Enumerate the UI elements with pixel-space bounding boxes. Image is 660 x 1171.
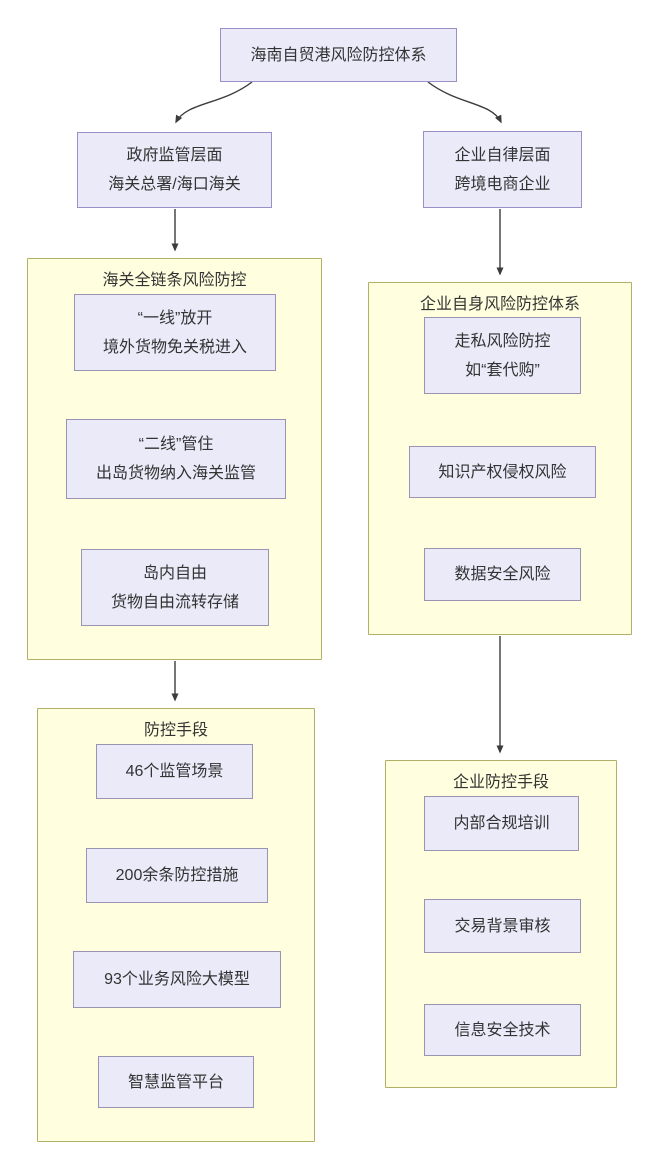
box-second-line-control-line1: “二线”管住 — [138, 436, 214, 453]
node-enterprise-line2: 跨境电商企业 — [454, 175, 551, 193]
box-smart-supervision-platform: 智慧监管平台 — [98, 1056, 254, 1108]
box-risk-models-label: 93个业务风险大模型 — [104, 971, 250, 988]
box-internal-compliance-training: 内部合规培训 — [424, 796, 579, 851]
container-enterprise-risk-title: 企业自身风险防控体系 — [419, 296, 580, 313]
box-information-security-tech: 信息安全技术 — [424, 1004, 581, 1056]
box-control-measures-count-label: 200余条防控措施 — [115, 867, 239, 884]
container-customs-chain-title: 海关全链条风险防控 — [102, 272, 247, 289]
box-transaction-background-review-label: 交易背景审核 — [454, 917, 551, 935]
container-control-measures: 防控手段 46个监管场景 200余条防控措施 93个业务风险大模型 智慧监管平台 — [37, 708, 315, 1142]
box-first-line-open-line1: “一线”放开 — [137, 309, 213, 327]
box-island-freedom-line2: 货物自由流转存储 — [110, 593, 239, 611]
box-first-line-open: “一线”放开 境外货物免关税进入 — [74, 294, 276, 371]
box-control-measures-count: 200余条防控措施 — [86, 848, 268, 903]
box-risk-models: 93个业务风险大模型 — [73, 951, 281, 1008]
box-smart-supervision-platform-label: 智慧监管平台 — [127, 1073, 224, 1091]
container-enterprise-measures-title: 企业防控手段 — [452, 774, 549, 791]
box-internal-compliance-training-label: 内部合规培训 — [453, 815, 550, 832]
container-customs-chain: 海关全链条风险防控 “一线”放开 境外货物免关税进入 “二线”管住 出岛货物纳入… — [27, 258, 322, 660]
box-regulatory-scenarios-label: 46个监管场景 — [125, 763, 224, 780]
container-control-measures-title: 防控手段 — [143, 722, 208, 739]
node-enterprise-line1: 企业自律层面 — [454, 146, 551, 164]
connector-root-to-enterprise — [427, 81, 502, 124]
box-smuggling-risk-line2: 如“套代购” — [465, 361, 540, 379]
box-ip-infringement-risk-label: 知识产权侵权风险 — [438, 463, 567, 481]
node-government-line1: 政府监管层面 — [126, 147, 223, 164]
box-smuggling-risk: 走私风险防控 如“套代购” — [424, 317, 581, 394]
box-regulatory-scenarios: 46个监管场景 — [96, 744, 253, 799]
box-data-security-risk-label: 数据安全风险 — [454, 566, 551, 583]
box-first-line-open-line2: 境外货物免关税进入 — [102, 338, 247, 356]
container-enterprise-risk: 企业自身风险防控体系 走私风险防控 如“套代购” 知识产权侵权风险 数据安全风险 — [368, 282, 632, 635]
container-enterprise-measures: 企业防控手段 内部合规培训 交易背景审核 信息安全技术 — [385, 760, 617, 1088]
box-data-security-risk: 数据安全风险 — [424, 548, 581, 601]
node-root: 海南自贸港风险防控体系 — [220, 28, 457, 82]
box-ip-infringement-risk: 知识产权侵权风险 — [409, 446, 596, 498]
connector-root-to-government — [175, 81, 253, 124]
node-enterprise: 企业自律层面 跨境电商企业 — [423, 131, 582, 208]
node-root-label: 海南自贸港风险防控体系 — [250, 46, 427, 64]
box-second-line-control-line2: 出岛货物纳入海关监管 — [95, 465, 256, 482]
box-island-freedom: 岛内自由 货物自由流转存储 — [81, 549, 269, 626]
box-information-security-tech-label: 信息安全技术 — [454, 1021, 551, 1039]
box-smuggling-risk-line1: 走私风险防控 — [454, 332, 551, 350]
node-government-line2: 海关总署/海口海关 — [108, 176, 241, 193]
box-second-line-control: “二线”管住 出岛货物纳入海关监管 — [66, 419, 286, 499]
box-transaction-background-review: 交易背景审核 — [424, 899, 581, 953]
node-government: 政府监管层面 海关总署/海口海关 — [77, 132, 272, 208]
box-island-freedom-line1: 岛内自由 — [142, 564, 207, 582]
